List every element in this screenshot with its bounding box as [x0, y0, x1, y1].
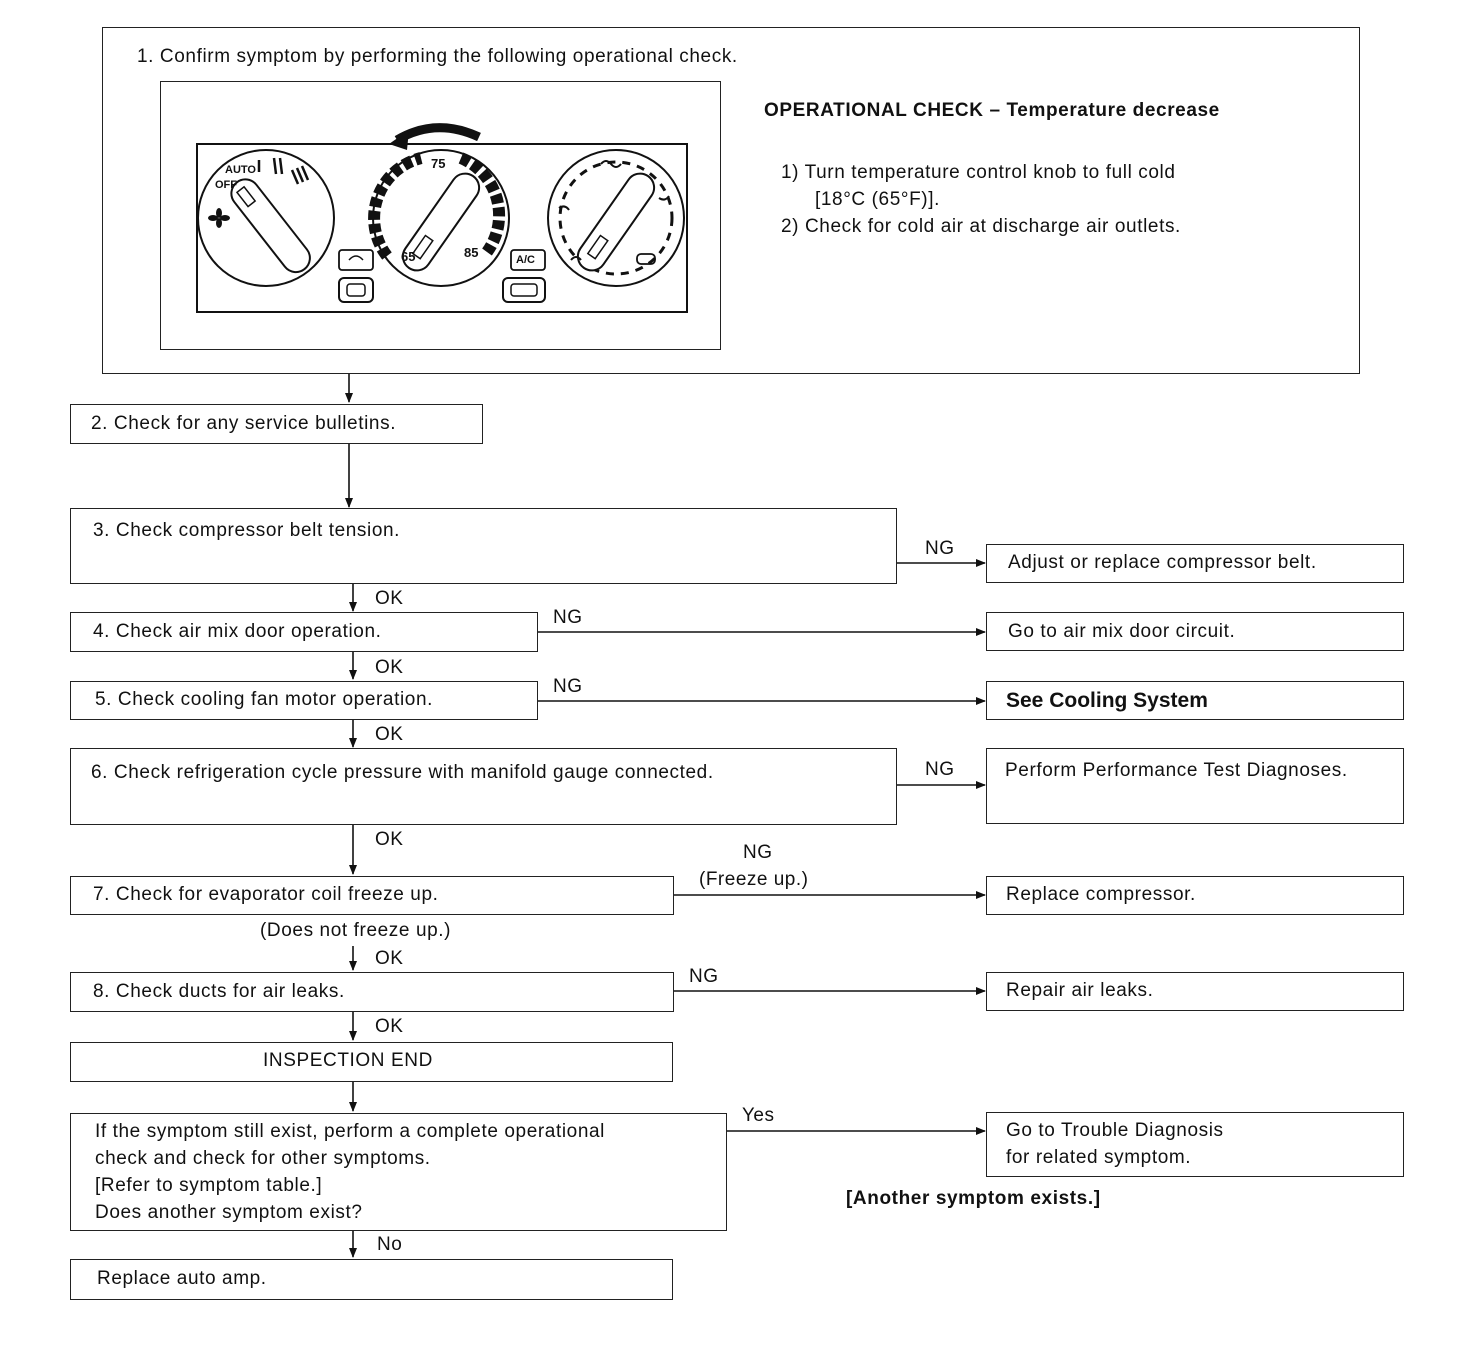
step3-text: 3. Check compressor belt tension.: [93, 520, 401, 541]
hvac-panel-drawing: [196, 123, 688, 313]
step1-text: 1. Confirm symptom by performing the fol…: [137, 46, 738, 67]
step8-box: 8. Check ducts for air leaks.: [70, 972, 674, 1012]
yes-label: Yes: [742, 1105, 775, 1126]
mode-knob-icon: [547, 149, 685, 287]
final-question-line3: [Refer to symptom table.]: [95, 1175, 323, 1196]
ng-label-3: NG: [925, 538, 955, 559]
ng-label-8: NG: [689, 966, 719, 987]
inspection-end-box: INSPECTION END: [70, 1042, 673, 1082]
fan-off-label: OFF: [215, 179, 237, 191]
recirculation-button-icon: [338, 249, 374, 303]
step4-box: 4. Check air mix door operation.: [70, 612, 538, 652]
result6-box: Perform Performance Test Diagnoses.: [986, 748, 1404, 824]
fan-knob-icon: [197, 149, 335, 287]
result4-text: Go to air mix door circuit.: [1008, 621, 1236, 642]
temp-85-label: 85: [464, 245, 479, 260]
inspection-end-text: INSPECTION END: [263, 1050, 433, 1071]
result6-text: Perform Performance Test Diagnoses.: [1005, 760, 1348, 781]
result8-text: Repair air leaks.: [1006, 980, 1154, 1001]
result7-text: Replace compressor.: [1006, 884, 1196, 905]
step7-note: (Does not freeze up.): [260, 920, 452, 941]
result7-box: Replace compressor.: [986, 876, 1404, 915]
ok-label-4: OK: [375, 657, 404, 678]
result5-text: See Cooling System: [1006, 689, 1208, 712]
step2-box: 2. Check for any service bulletins.: [70, 404, 483, 444]
final-result-line1: Go to Trouble Diagnosis: [1006, 1120, 1224, 1141]
step2-text: 2. Check for any service bulletins.: [91, 413, 397, 434]
result4-box: Go to air mix door circuit.: [986, 612, 1404, 651]
control-panel-illustration: AUTO OFF 75 65 85 A/C: [160, 81, 721, 350]
result3-text: Adjust or replace compressor belt.: [1008, 552, 1317, 573]
step6-box: 6. Check refrigeration cycle pressure wi…: [70, 748, 897, 825]
step6-text: 6. Check refrigeration cycle pressure wi…: [91, 762, 714, 783]
ok-label-6: OK: [375, 829, 404, 850]
result5-box: See Cooling System: [986, 681, 1404, 720]
operational-check-title: OPERATIONAL CHECK – Temperature decrease: [764, 100, 1220, 121]
step3-box: 3. Check compressor belt tension.: [70, 508, 897, 584]
final-result-note: [Another symptom exists.]: [846, 1188, 1101, 1209]
final-question-line2: check and check for other symptoms.: [95, 1148, 431, 1169]
fan-auto-label: AUTO: [225, 164, 256, 176]
final-question-box: If the symptom still exist, perform a co…: [70, 1113, 727, 1231]
step5-box: 5. Check cooling fan motor operation.: [70, 681, 538, 720]
result8-box: Repair air leaks.: [986, 972, 1404, 1011]
ok-label-5: OK: [375, 724, 404, 745]
temp-65-label: 65: [401, 249, 416, 264]
step8-text: 8. Check ducts for air leaks.: [93, 981, 345, 1002]
ng-label-7: NG: [743, 842, 773, 863]
ng-label-5: NG: [553, 676, 583, 697]
step1-box: 1. Confirm symptom by performing the fol…: [102, 27, 1360, 374]
operational-check-step1-line2: [18°C (65°F)].: [815, 189, 940, 210]
replace-auto-amp-box: Replace auto amp.: [70, 1259, 673, 1300]
step7-text: 7. Check for evaporator coil freeze up.: [93, 884, 439, 905]
ok-label-3: OK: [375, 588, 404, 609]
temperature-knob-icon: [368, 149, 510, 287]
temp-75-label: 75: [431, 156, 446, 171]
ok-label-8: OK: [375, 1016, 404, 1037]
ng-label-6: NG: [925, 759, 955, 780]
step4-text: 4. Check air mix door operation.: [93, 621, 382, 642]
final-result-line2: for related symptom.: [1006, 1147, 1192, 1168]
step7-box: 7. Check for evaporator coil freeze up.: [70, 876, 674, 915]
final-question-line1: If the symptom still exist, perform a co…: [95, 1121, 605, 1142]
step5-text: 5. Check cooling fan motor operation.: [95, 689, 433, 710]
final-result-box: Go to Trouble Diagnosis for related symp…: [986, 1112, 1404, 1177]
final-question-line4: Does another symptom exist?: [95, 1202, 363, 1223]
operational-check-step1-line1: 1) Turn temperature control knob to full…: [781, 162, 1176, 183]
ng-label-4: NG: [553, 607, 583, 628]
replace-auto-amp-text: Replace auto amp.: [97, 1268, 267, 1289]
ok-label-7: OK: [375, 948, 404, 969]
ac-label: A/C: [516, 254, 535, 266]
freeze-up-label: (Freeze up.): [699, 869, 809, 890]
no-label: No: [377, 1234, 403, 1255]
operational-check-step2: 2) Check for cold air at discharge air o…: [781, 216, 1181, 237]
ac-button-icon: [502, 249, 546, 303]
result3-box: Adjust or replace compressor belt.: [986, 544, 1404, 583]
